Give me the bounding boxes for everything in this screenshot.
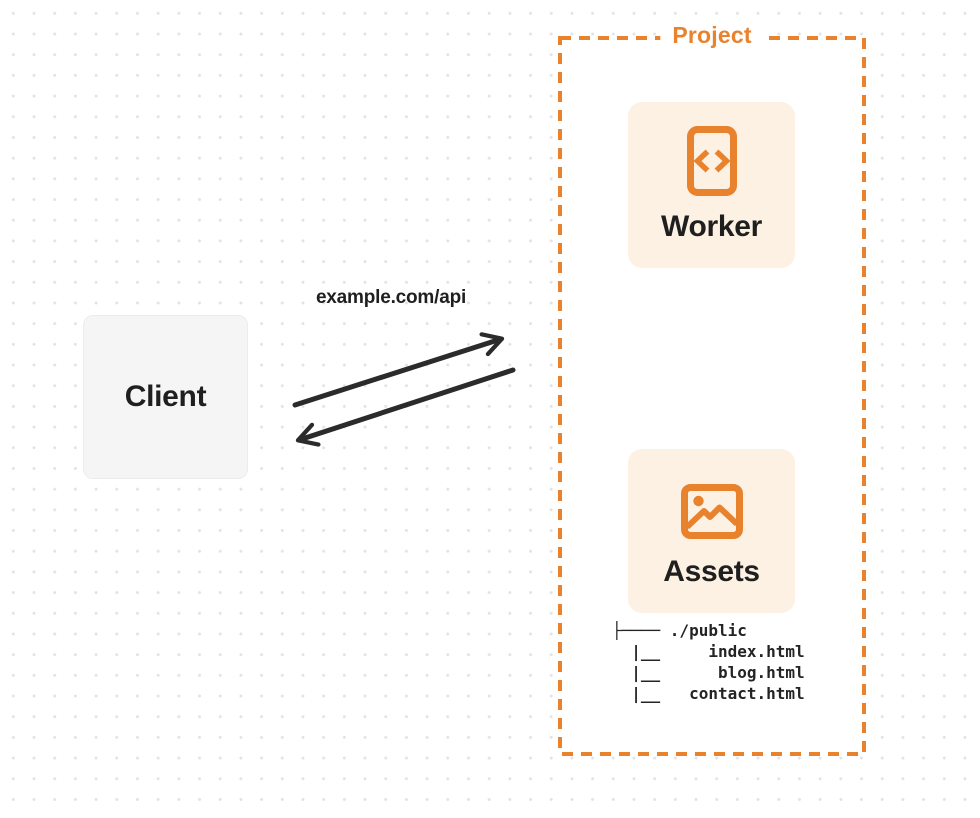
client-box: Client bbox=[83, 315, 248, 479]
assets-label: Assets bbox=[663, 555, 760, 588]
request-arrow bbox=[292, 332, 505, 408]
assets-box: Assets bbox=[628, 449, 795, 613]
response-arrow bbox=[295, 367, 516, 447]
request-response-arrows bbox=[292, 332, 516, 447]
worker-box: Worker bbox=[628, 102, 795, 268]
request-url-label: example.com/api bbox=[315, 287, 467, 308]
client-label: Client bbox=[124, 380, 207, 413]
code-file-icon bbox=[686, 126, 737, 196]
project-label: Project bbox=[660, 22, 764, 49]
image-icon bbox=[680, 484, 743, 539]
worker-label: Worker bbox=[660, 210, 763, 243]
file-tree: ├──── ./public |__ index.html |__ blog.h… bbox=[612, 621, 805, 703]
project-boundary: Project Worker Assets ├──── ./public |__… bbox=[558, 22, 866, 756]
